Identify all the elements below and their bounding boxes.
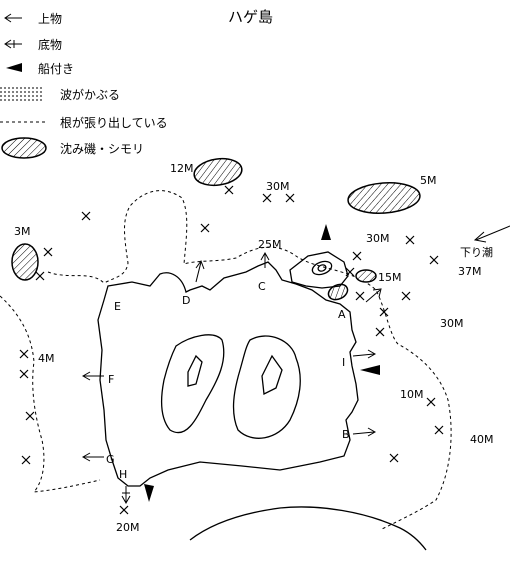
legend-label: 根が張り出している <box>60 115 168 130</box>
depth-label: 3M <box>14 225 31 238</box>
southern-coastline <box>189 506 427 551</box>
cast-arrow-icon <box>81 371 104 381</box>
spot-marker <box>426 397 436 407</box>
cast-arrow-icon <box>352 427 377 437</box>
point-label-g: G <box>106 453 115 466</box>
inner-peak-right <box>261 354 283 395</box>
wave-dots-icon <box>0 87 44 101</box>
legend-item-upper: 上物 <box>4 12 62 26</box>
spot-marker <box>200 223 210 233</box>
cast-arrow-icon <box>260 251 270 268</box>
spot-marker <box>19 349 29 359</box>
spot-marker <box>345 267 355 277</box>
point-label-i: I <box>342 356 345 369</box>
legend-label: 底物 <box>38 37 62 52</box>
point-label-a: A <box>338 308 346 321</box>
depth-label: 25M <box>258 238 282 251</box>
depth-label: 40M <box>470 433 494 446</box>
inner-contour-left <box>160 334 225 434</box>
cast-arrow-icon <box>352 349 377 359</box>
spot-marker <box>401 291 411 301</box>
legend-label: 上物 <box>38 12 62 26</box>
spot-marker <box>429 255 439 265</box>
boat-landing-icon <box>144 484 154 502</box>
spot-marker <box>352 251 362 261</box>
boat-landing-icon <box>360 365 380 375</box>
legend-label: 沈み磯・シモリ <box>60 141 144 156</box>
island-coastline <box>97 261 359 487</box>
submerged-rock-15m <box>355 269 377 283</box>
depth-label: 37M <box>458 265 482 278</box>
depth-label: 30M <box>440 317 464 330</box>
spot-marker <box>25 411 35 421</box>
legend-item-boat: 船付き <box>6 62 74 76</box>
spot-marker <box>262 193 272 203</box>
spot-marker <box>81 211 91 221</box>
spot-marker <box>355 291 365 301</box>
islet-north-core <box>317 264 327 272</box>
spot-markers <box>19 185 444 515</box>
current-label: 下り潮 <box>460 245 493 259</box>
spot-marker <box>19 369 29 379</box>
upper-arrow-icon <box>4 13 22 23</box>
legend-label: 船付き <box>38 62 74 76</box>
boat-landing-icon <box>321 224 331 240</box>
depth-label: 4M <box>38 352 55 365</box>
point-label-h: H <box>119 468 127 481</box>
hatched-ellipse-icon <box>1 137 47 159</box>
depth-label: 20M <box>116 521 140 534</box>
submerged-rock-3m <box>11 243 39 281</box>
inner-contour-right <box>232 335 301 439</box>
depth-label: 15M <box>378 271 402 284</box>
current-arrow-icon <box>473 225 510 243</box>
depth-label: 12M <box>170 162 194 175</box>
spot-marker <box>389 453 399 463</box>
cast-arrows <box>81 251 382 505</box>
legend-label: 波がかぶる <box>60 87 120 102</box>
reef-outline-west <box>0 295 101 493</box>
submerged-rock-5m <box>347 182 421 214</box>
depth-label: 30M <box>366 232 390 245</box>
depth-label: 10M <box>400 388 424 401</box>
inner-peak-left <box>187 354 203 387</box>
depth-label: 30M <box>266 180 290 193</box>
point-label-e: E <box>114 300 121 313</box>
point-label-b: B <box>342 428 350 441</box>
spot-marker <box>21 455 31 465</box>
depth-label: 5M <box>420 174 437 187</box>
spot-marker <box>405 235 415 245</box>
spot-marker <box>35 271 45 281</box>
islet-north-inner <box>311 260 333 276</box>
spot-marker <box>375 327 385 337</box>
spot-marker <box>43 247 53 257</box>
spot-marker <box>119 505 129 515</box>
legend-item-submerged: 沈み磯・シモリ <box>1 137 144 159</box>
bottom-arrow-icon <box>4 39 22 49</box>
point-label-c: C <box>258 280 266 293</box>
islet-north <box>289 251 349 289</box>
map-title: ハゲ島 <box>228 8 273 26</box>
legend-item-wave: 波がかぶる <box>0 87 120 102</box>
cast-arrow-icon <box>81 452 104 462</box>
spot-marker <box>434 425 444 435</box>
legend-item-bottom: 底物 <box>4 37 62 52</box>
point-label-f: F <box>108 373 114 386</box>
spot-marker <box>379 307 389 317</box>
legend-item-reef: 根が張り出している <box>0 115 168 130</box>
cast-arrow-icon <box>195 259 205 283</box>
cast-arrow-icon <box>365 288 382 303</box>
boat-triangle-icon <box>6 63 22 72</box>
spot-marker <box>285 193 295 203</box>
reef-outline-main <box>47 190 452 531</box>
bottom-arrow-icon <box>121 486 131 505</box>
legend: 上物 底物 船付き 波がかぶる 根が張り出している <box>0 12 168 159</box>
spot-marker <box>224 185 234 195</box>
point-label-d: D <box>182 294 190 307</box>
submerged-rock-a <box>327 283 349 301</box>
submerged-rock-12m <box>193 157 243 187</box>
